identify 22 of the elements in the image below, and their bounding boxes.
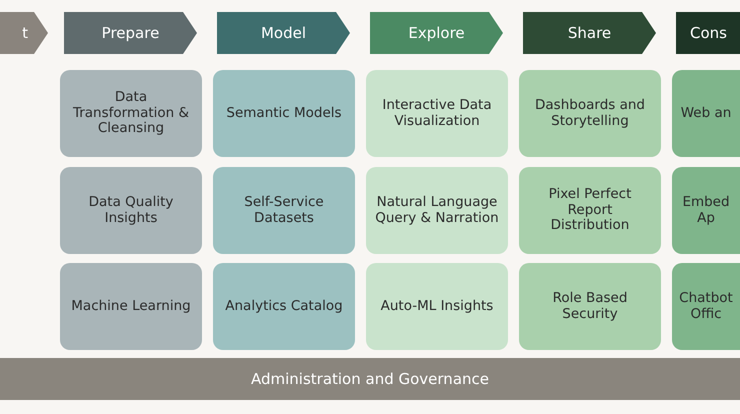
chevron-header: Prepare: [64, 12, 197, 54]
feature-card: Role Based Security: [519, 263, 661, 350]
feature-card: Chatbot Offic: [672, 263, 740, 350]
chevron-header: Cons: [676, 12, 740, 54]
feature-card: Data Transformation & Cleansing: [60, 70, 202, 157]
chevron-header: Explore: [370, 12, 503, 54]
governance-band: Administration and Governance: [0, 358, 740, 400]
feature-card: Web an: [672, 70, 740, 157]
feature-card: Embed Ap: [672, 167, 740, 254]
chevron-header: Model: [217, 12, 350, 54]
feature-card: Semantic Models: [213, 70, 355, 157]
feature-card: Natural Language Query & Narration: [366, 167, 508, 254]
feature-card: Interactive Data Visualization: [366, 70, 508, 157]
feature-card: Analytics Catalog: [213, 263, 355, 350]
chevron-header: Share: [523, 12, 656, 54]
feature-card: Self-Service Datasets: [213, 167, 355, 254]
feature-card: Data Quality Insights: [60, 167, 202, 254]
feature-card: Machine Learning: [60, 263, 202, 350]
chevron-header: t: [0, 12, 48, 54]
feature-card: Dashboards and Storytelling: [519, 70, 661, 157]
feature-card: Pixel Perfect Report Distribution: [519, 167, 661, 254]
feature-card: Auto-ML Insights: [366, 263, 508, 350]
